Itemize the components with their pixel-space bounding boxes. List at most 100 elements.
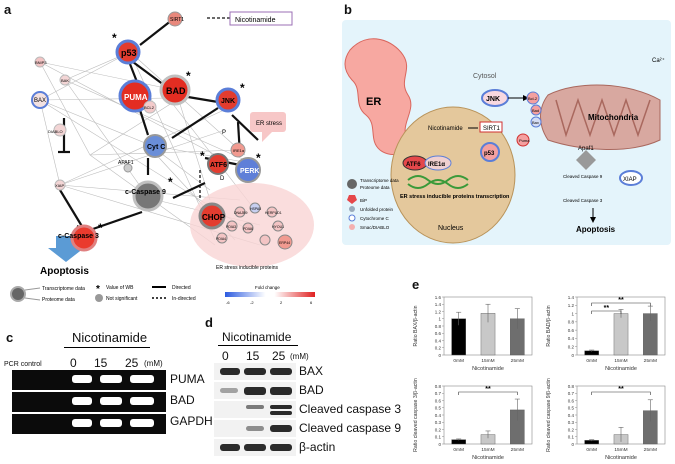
- node-sirt1: [167, 11, 183, 27]
- svg-text:*: *: [240, 81, 245, 95]
- chart-3-xtick-1: 15mM: [614, 447, 627, 453]
- chart-0-ytick-label: 0.4: [435, 338, 442, 343]
- chart-1-xlabel: Nicotinamide: [605, 366, 637, 372]
- label-pdia4: PDIA4: [216, 237, 226, 241]
- node-hspa5: [249, 202, 261, 214]
- legend-proteome: Proteome data: [42, 297, 75, 303]
- label-p53-b: p53: [484, 151, 495, 157]
- mechanism-schematic: Cytosol ER Nucleus Mitochondria Ca²⁺ JNK…: [342, 20, 671, 245]
- chart-2-ytick-label: 0.8: [435, 384, 442, 389]
- gel-c-pcr-label: PCR control: [4, 361, 42, 368]
- chart-0-xtick-0: 0mM: [453, 358, 464, 364]
- chart-1-xtick-0: 0mM: [586, 358, 597, 364]
- svg-text:*: *: [98, 221, 103, 235]
- node-jnk: [215, 87, 241, 113]
- bcl2-node: [526, 91, 540, 105]
- label-ca: Ca²⁺: [652, 57, 665, 64]
- chart-0-ytick-label: 1.6: [435, 295, 442, 300]
- label-cleaved-c9: Cleaved Caspase 9: [563, 174, 603, 179]
- label-nicotinamide-a: Nicotinamide: [235, 17, 276, 24]
- label-pdia3: PDIA3: [226, 225, 236, 229]
- legend-value-wb: Value of WB: [106, 285, 134, 291]
- network-diagram: SIRT1 p53 BNIP3 BAK BAX BAD PUMA BCL2 JN…: [10, 11, 315, 305]
- node-apaf1: [123, 163, 133, 173]
- chart-0-ylabel: Ratio BAX/β-actin: [413, 305, 419, 346]
- label-sirt1: SIRT1: [170, 17, 184, 23]
- legend-cytc: Cytochrome C: [360, 216, 390, 221]
- node-bad: [159, 74, 191, 106]
- panel-d-label: d: [205, 315, 213, 330]
- chart-3-ytick-label: 0.1: [568, 435, 575, 440]
- chart-0-ytick-label: 0: [438, 353, 441, 358]
- chart-1-sig-label-0: **: [618, 297, 624, 304]
- sirt1-box: [479, 121, 503, 133]
- label-bcl2-b: Bcl-2: [528, 96, 538, 101]
- wb-d-row-c9: Cleaved caspase 9: [299, 421, 402, 435]
- wb-bax-strip: [214, 363, 296, 380]
- label-bcl2: BCL2: [144, 105, 155, 110]
- chart-1-ytick-label: 0.2: [568, 345, 575, 350]
- fc-tick-2: 2: [280, 300, 283, 305]
- label-nucleus: Nucleus: [438, 225, 464, 232]
- chart-1-sig-bracket-1: [591, 310, 622, 314]
- p53-node: [480, 142, 500, 162]
- chart-1-ylabel: Ratio BAD/β-actin: [546, 305, 552, 346]
- wb-d-unit: (mM): [290, 352, 309, 361]
- chart-3-sig-bracket-0: [591, 391, 651, 395]
- label-bad: BAD: [166, 86, 186, 96]
- label-apoptosis-b: Apoptosis: [576, 225, 616, 234]
- chart-2-ytick-label: 0.3: [435, 420, 442, 425]
- node-hspa5b: [259, 234, 271, 246]
- label-jnk-b: JNK: [486, 96, 500, 103]
- gel-c-row-bad: BAD: [170, 393, 195, 407]
- label-caspase3: c-Caspase 3: [58, 233, 99, 240]
- node-hyou1: [272, 220, 284, 232]
- legend-smac: Smac/DIABLO: [360, 225, 390, 230]
- node-dnajb9: [234, 206, 246, 218]
- label-er: ER: [366, 96, 381, 108]
- panel-a-label: a: [4, 2, 12, 17]
- gel-c-row-gapdh: GAPDH: [170, 414, 213, 428]
- wb-c9-strip: [214, 420, 296, 437]
- network-labels: SIRT1 p53 BNIP3 BAK BAX BAD PUMA BCL2 JN…: [34, 17, 290, 245]
- label-chop: CHOP: [202, 213, 226, 222]
- chart-2-ytick-label: 0.6: [435, 398, 442, 403]
- label-jnk: JNK: [221, 98, 235, 105]
- label-xiap-b: XIAP: [623, 177, 637, 183]
- chart-2-sig-label-0: **: [485, 386, 491, 393]
- node-p53: [115, 39, 141, 65]
- fold-change-bar: [225, 292, 315, 297]
- fc-tick-0: -6: [226, 300, 230, 305]
- chart-1-ytick-label: 1.4: [568, 295, 575, 300]
- chart-3-ytick-label: 0.3: [568, 420, 575, 425]
- label-er-inducible: ER stress inducible proteins: [216, 265, 278, 271]
- chart-1-bar-1: [613, 313, 629, 356]
- chart-2-ytick-label: 0: [438, 442, 441, 447]
- chart-1-sig-bracket-0: [591, 302, 651, 306]
- label-cytc: Cyt C: [147, 144, 165, 151]
- chart-3-ytick-label: 0.5: [568, 406, 575, 411]
- label-bax: BAX: [34, 98, 46, 104]
- chart-3-ytick-label: 0: [571, 442, 574, 447]
- wb-stars: *** ****: [98, 31, 261, 235]
- label-bak: BAK: [61, 78, 69, 83]
- wb-bad-strip: [214, 382, 296, 399]
- node-bcl2: [143, 100, 157, 114]
- chart-2-xtick-2: 25mM: [511, 447, 524, 453]
- legend-not-sig: Not significant: [106, 296, 138, 302]
- svg-text:*: *: [186, 69, 191, 83]
- label-bax-b: Bax: [532, 120, 539, 125]
- label-ire1a: IRE1α: [233, 148, 245, 153]
- label-cytosol: Cytosol: [473, 73, 497, 80]
- chart-3-xtick-0: 0mM: [586, 447, 597, 453]
- node-erp44: [277, 234, 293, 250]
- chart-1-ytick-label: 0.4: [568, 336, 575, 341]
- label-hspa5: HSPA5: [250, 207, 261, 211]
- gel-c-row-puma: PUMA: [170, 372, 205, 386]
- label-apaf1: Apaf1: [578, 146, 594, 152]
- gel-c-lane-1: 15: [94, 356, 108, 370]
- gel-c-lane-0: 0: [70, 356, 77, 370]
- node-bax: [31, 91, 49, 109]
- label-nicotinamide-b: Nicotinamide: [428, 126, 463, 132]
- gel-c-lane-2: 25: [125, 356, 139, 370]
